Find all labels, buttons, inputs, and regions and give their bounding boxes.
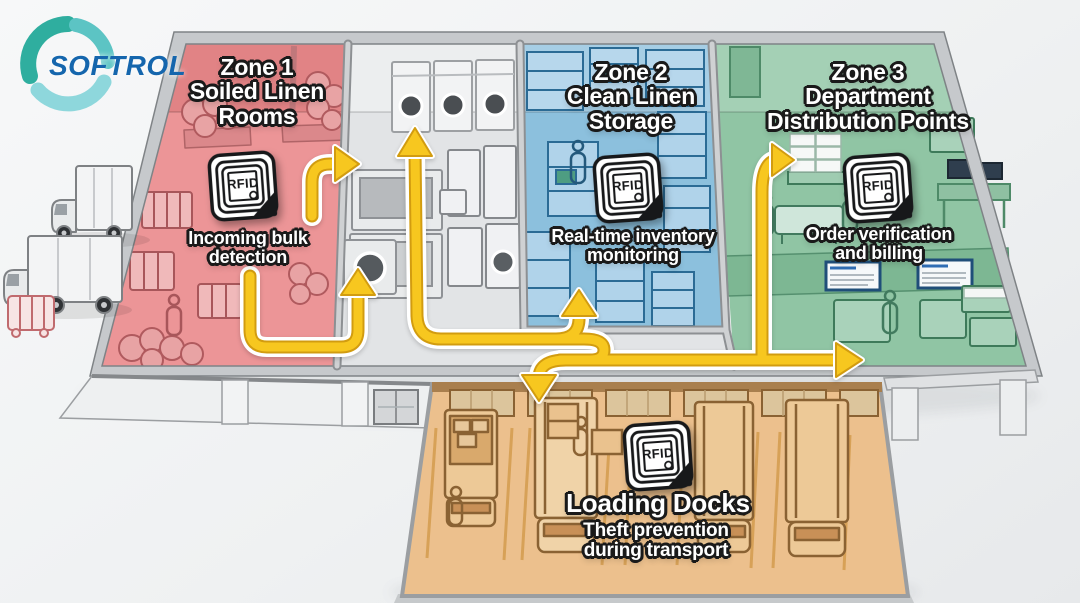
flow-arrows <box>250 125 865 404</box>
dock-workers <box>447 402 624 527</box>
zone2-subtitle: Clean Linen Storage <box>566 83 696 134</box>
zone2-rfid-tag: RFID <box>591 150 666 227</box>
linen-bins <box>439 145 521 289</box>
logo-wordmark: SOFTROL <box>49 50 187 81</box>
truck <box>693 400 755 554</box>
front-wall <box>58 374 433 429</box>
softrol-logo: SOFTROL <box>12 10 197 115</box>
outdoor-cart <box>7 295 55 338</box>
zone3-subtitle: Department Distribution Points <box>767 83 969 134</box>
worker-outline <box>569 139 587 185</box>
zone3-label: Zone 3 Department Distribution Points <box>758 60 978 133</box>
zone2-label: Zone 2 Clean Linen Storage <box>556 60 706 133</box>
zone1-contents <box>118 45 349 372</box>
zone3-title: Zone 3 <box>831 59 905 85</box>
billing-desk <box>937 159 1011 232</box>
zone1-caption: Incoming bulk detection <box>188 228 308 268</box>
softrol-swirl-icon <box>20 16 115 112</box>
rfid-text: RFID <box>611 176 645 194</box>
interior-walls <box>332 39 739 371</box>
dock-trucks <box>443 396 850 558</box>
laundry-machines <box>343 59 521 299</box>
service-door <box>373 389 419 425</box>
zone2-caption: Real-time inventory monitoring <box>551 226 715 266</box>
zone1-rfid-tag: RFID <box>206 148 281 225</box>
arrow-heads <box>332 125 865 404</box>
truck <box>784 398 850 558</box>
order-board <box>824 260 882 292</box>
soiled-carts <box>129 191 243 319</box>
zone1-title: Zone 1 <box>220 54 294 80</box>
loading-docks-caption: Theft prevention during transport <box>583 520 729 562</box>
zone3-rfid-tag: RFID <box>841 150 916 227</box>
right-canopy <box>883 369 1039 441</box>
zone1-label: Zone 1 Soiled Linen Rooms <box>180 55 335 128</box>
delivery-trucks <box>3 165 150 338</box>
linen-piles <box>118 71 346 372</box>
worker-outline <box>165 293 183 337</box>
truck <box>51 165 133 241</box>
order-board <box>916 258 974 290</box>
rfid-text: RFID <box>226 174 260 192</box>
zone1-subtitle: Soiled Linen Rooms <box>189 78 325 129</box>
zone3-caption: Order verification and billing <box>805 224 953 264</box>
clean-linen-stack <box>787 133 845 185</box>
zone2-title: Zone 2 <box>594 59 668 85</box>
truck <box>443 408 499 528</box>
rfid-text: RFID <box>641 444 675 462</box>
rfid-text: RFID <box>861 176 895 194</box>
docks-rfid-tag: RFID <box>621 418 696 495</box>
loading-docks-title: Loading Docks <box>566 488 750 518</box>
